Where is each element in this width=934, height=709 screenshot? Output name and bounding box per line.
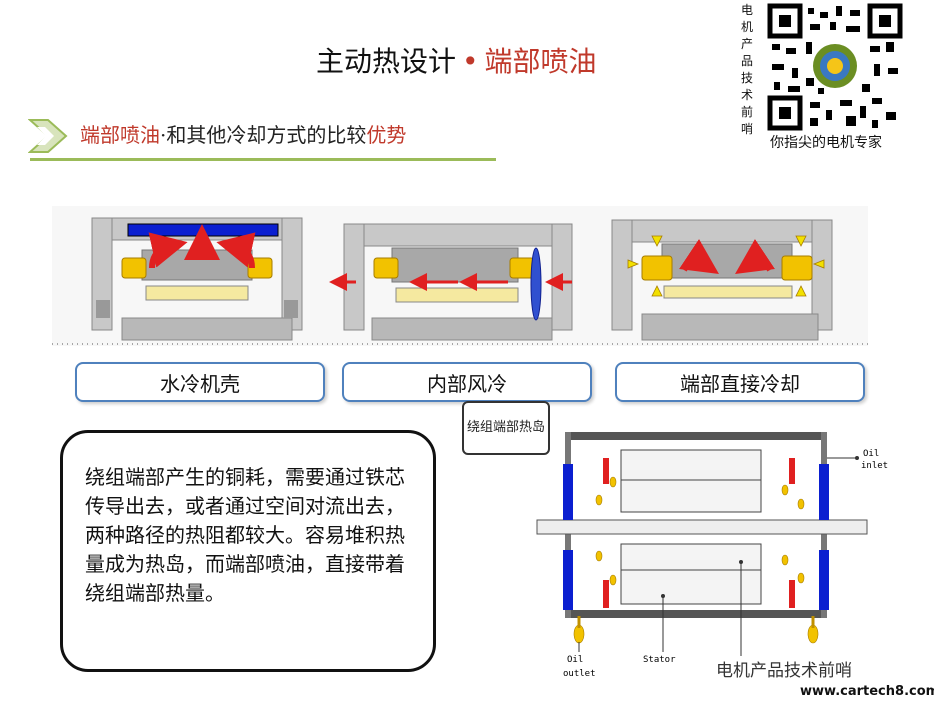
footer-url: www.cartech8.com [800, 684, 934, 699]
label-oil-outlet-2: outlet [563, 669, 596, 679]
chevron-right-icon [28, 119, 68, 153]
label-stator: Stator [643, 655, 676, 665]
page-title: 主动热设计•端部喷油 [316, 40, 597, 80]
subtitle-underline [30, 158, 496, 161]
title-highlight: 端部喷油 [484, 45, 597, 78]
method-internal-air: 内部风冷 [342, 362, 592, 402]
footer-brand: 电机产品技术前哨 [716, 661, 852, 681]
qr-code-icon [766, 2, 904, 132]
method-water-jacket: 水冷机壳 [75, 362, 325, 402]
subtitle: 端部喷油·和其他冷却方式的比较优势 [80, 119, 406, 148]
qr-caption: 你指尖的电机专家 [770, 135, 882, 151]
direct-end-cooling-diagram [611, 219, 833, 341]
air-cooling-diagram [329, 223, 573, 341]
subtitle-part3: 优势 [366, 123, 407, 147]
subtitle-part2: ·和其他冷却方式的比较 [160, 123, 367, 147]
label-oil-inlet: Oil [863, 449, 879, 459]
motor-cross-section: Oil inlet Stator Oil outlet [517, 420, 891, 702]
subtitle-part1: 端部喷油 [80, 123, 160, 147]
method-direct-end-cooling: 端部直接冷却 [615, 362, 865, 402]
title-dot: • [462, 45, 479, 78]
description-box: 绕组端部产生的铜耗，需要通过铁芯传导出去，或者通过空间对流出去，两种路径的热阻都… [60, 430, 436, 672]
hotspot-callout: 绕组端部热岛 [462, 401, 550, 455]
label-oil-outlet-1: Oil [567, 655, 583, 665]
label-oil-inlet-2: inlet [861, 461, 888, 471]
title-main: 主动热设计 [316, 45, 457, 78]
cooling-methods-diagram [52, 206, 868, 346]
description-text: 绕组端部产生的铜耗，需要通过铁芯传导出去，或者通过空间对流出去，两种路径的热阻都… [85, 465, 405, 605]
qr-side-text: 电机产品技术前哨 [740, 3, 753, 136]
water-jacket-diagram [91, 217, 303, 341]
